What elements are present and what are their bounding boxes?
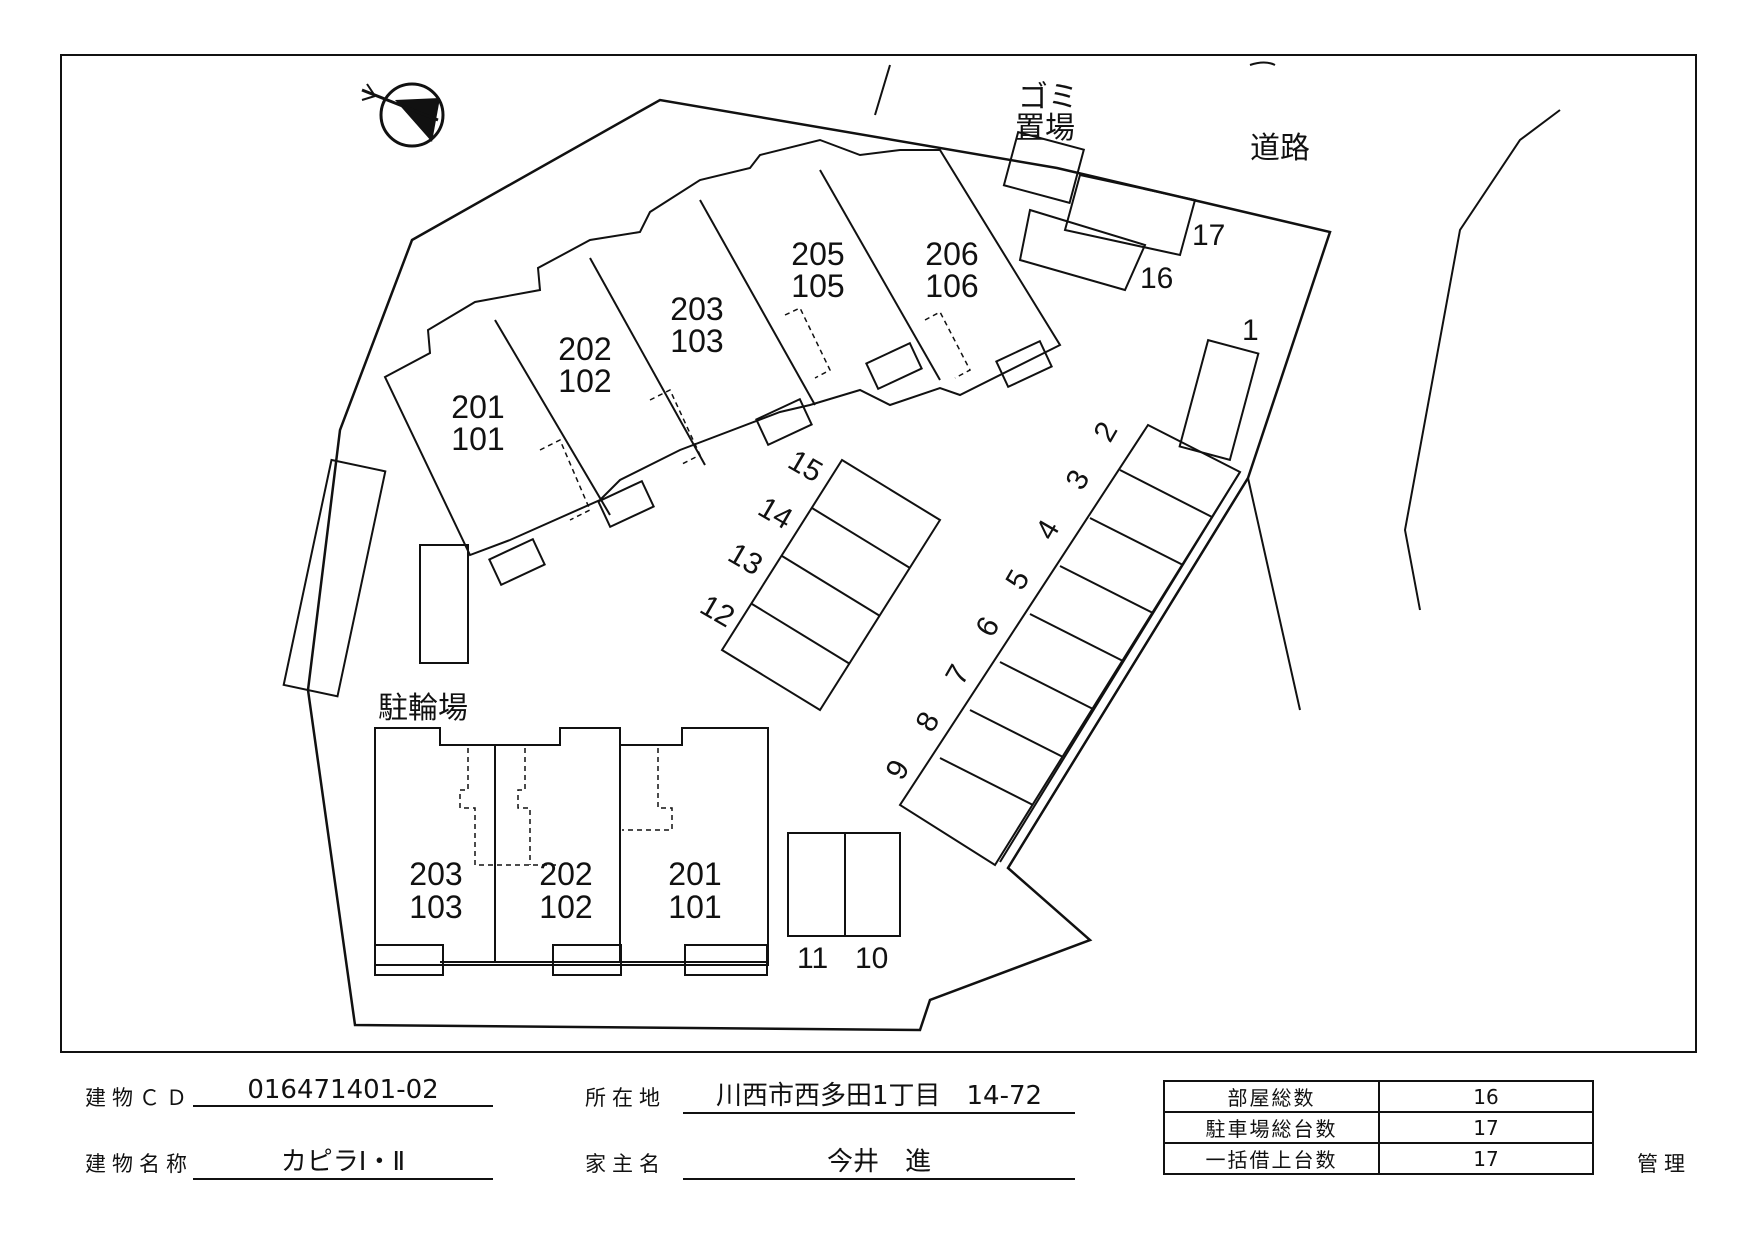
unit-upper-label: 202: [539, 856, 592, 892]
unit-lower-label: 102: [539, 889, 592, 925]
building-name-value: カピラⅠ・Ⅱ: [193, 1141, 493, 1180]
summary-value: 17: [1378, 1111, 1594, 1144]
parking-number: 1: [1242, 314, 1259, 347]
unit-lower-label: 101: [668, 889, 721, 925]
parking-number: 2: [1088, 416, 1125, 447]
building-b-dashed: [459, 748, 673, 866]
parking-number: 16: [1140, 262, 1173, 295]
parking-number: 17: [1192, 219, 1225, 252]
building-name-label: 建物名称: [85, 1152, 193, 1176]
summary-label: 一括借上台数: [1163, 1142, 1380, 1175]
management-label: 管理: [1637, 1152, 1691, 1176]
parking-number: 14: [753, 491, 798, 536]
parking-number: 9: [880, 754, 917, 785]
summary-label: 駐車場総台数: [1163, 1111, 1380, 1144]
parking-number: 5: [1000, 564, 1037, 595]
building-cd-label: 建物ＣＤ: [85, 1086, 193, 1110]
unit-lower-label: 101: [451, 421, 504, 457]
garbage-label-2: 置場: [1015, 111, 1075, 146]
parking-number: 13: [723, 537, 768, 582]
unit-upper-label: 203: [670, 291, 723, 327]
summary-row: 部屋総数 16: [1163, 1080, 1594, 1113]
building-a: [383, 138, 1062, 587]
unit-upper-label: 205: [791, 236, 844, 272]
parking-number: 8: [910, 706, 947, 737]
building-a-labels: 201 101 202 102 203 103 205 105 206 106: [451, 236, 978, 457]
unit-lower-label: 103: [409, 889, 462, 925]
bicycle-parking: [282, 458, 469, 698]
road-lines: [874, 61, 1561, 869]
parking-block-2-9: [898, 423, 1242, 867]
parking-number: 15: [783, 444, 828, 489]
location-label: 所在地: [585, 1086, 666, 1110]
road-label: 道路: [1250, 131, 1310, 166]
parking-number: 4: [1030, 514, 1067, 545]
summary-value: 16: [1378, 1080, 1594, 1113]
unit-upper-label: 201: [451, 389, 504, 425]
garbage-area: [1002, 130, 1086, 205]
parking-number: 7: [940, 659, 977, 690]
parking-number: 11: [797, 942, 828, 975]
unit-upper-label: 202: [558, 331, 611, 367]
building-cd-value: 016471401-02: [193, 1075, 493, 1107]
unit-upper-label: 203: [409, 856, 462, 892]
building-b: [374, 727, 769, 976]
summary-row: 駐車場総台数 17: [1163, 1111, 1594, 1144]
building-b-labels: 203 103 202 102 201 101: [409, 856, 721, 925]
garbage-label-1: ゴミ: [1018, 80, 1078, 115]
parking-16-17: [1018, 173, 1197, 292]
unit-lower-label: 103: [670, 323, 723, 359]
parking-number: 10: [855, 942, 888, 975]
parking-number: 3: [1060, 464, 1097, 495]
map-frame: [60, 54, 1697, 1053]
parking-1: [1178, 338, 1260, 462]
summary-table: 部屋総数 16 駐車場総台数 17 一括借上台数 17: [1163, 1080, 1594, 1175]
unit-upper-label: 201: [668, 856, 721, 892]
unit-lower-label: 105: [791, 268, 844, 304]
summary-label: 部屋総数: [1163, 1080, 1380, 1113]
north-arrow-icon: [361, 82, 445, 148]
parking-number: 12: [695, 589, 740, 634]
unit-lower-label: 106: [925, 268, 978, 304]
unit-upper-label: 206: [925, 236, 978, 272]
bicycle-parking-label: 駐輪場: [378, 691, 468, 726]
building-a-dashed: [539, 307, 972, 521]
unit-lower-label: 102: [558, 363, 611, 399]
summary-value: 17: [1378, 1142, 1594, 1175]
parking-10-11: [787, 832, 901, 937]
summary-row: 一括借上台数 17: [1163, 1142, 1594, 1175]
location-value: 川西市西多田1丁目 14-72: [683, 1075, 1075, 1114]
owner-label: 家主名: [585, 1152, 666, 1176]
parking-block-12-15: [720, 458, 942, 712]
parking-number: 6: [970, 611, 1007, 642]
owner-value: 今井 進: [683, 1141, 1075, 1180]
